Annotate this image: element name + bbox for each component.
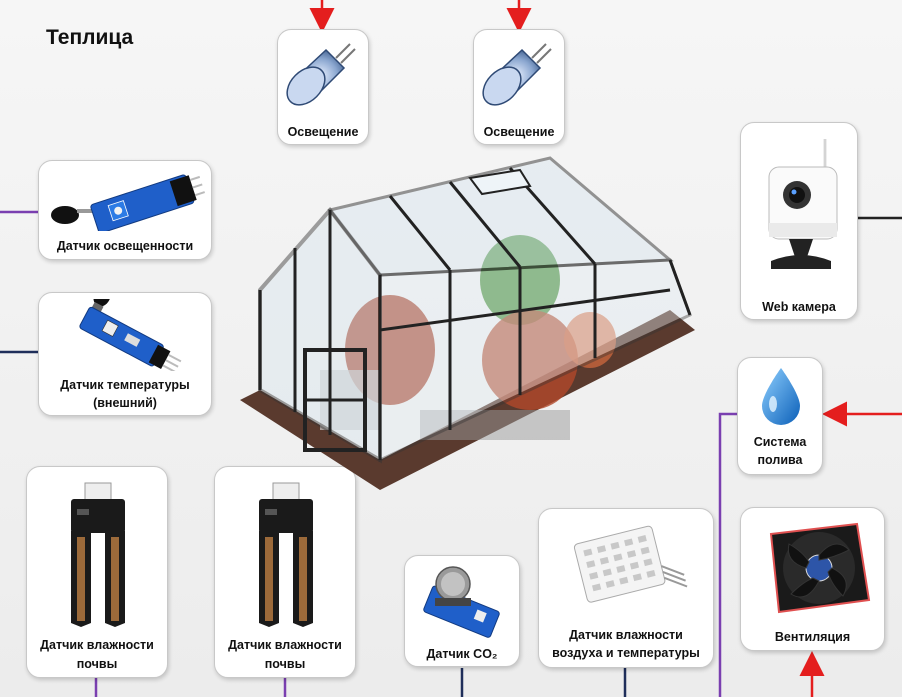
light-label-1: Освещение	[287, 125, 359, 139]
light-sensor-module-icon	[51, 174, 206, 231]
light-sensor-card[interactable]: Датчик освещенности	[38, 160, 212, 260]
soil-sensor-label-1-line1: Датчик влажности	[40, 638, 154, 652]
temp-sensor-card[interactable]: Датчик температуры (внешний)	[38, 292, 212, 416]
co2-sensor-card[interactable]: Датчик CO₂	[404, 555, 520, 667]
halogen-lamp-icon	[286, 43, 356, 106]
light-card-1[interactable]: Освещение	[277, 29, 369, 145]
temperature-sensor-module-icon	[79, 299, 182, 371]
soil-sensor-label-2-line1: Датчик влажности	[228, 638, 342, 652]
light-sensor-label: Датчик освещенности	[56, 239, 194, 253]
soil-sensor-label-2-line2: почвы	[264, 657, 306, 671]
temp-sensor-label-line2: (внешний)	[93, 396, 157, 410]
co2-sensor-label: Датчик CO₂	[426, 647, 498, 661]
air-sensor-label-line2: воздуха и температуры	[552, 646, 700, 660]
webcam-icon	[768, 139, 838, 269]
webcam-card[interactable]: Web камера	[740, 122, 858, 320]
halogen-lamp-icon	[482, 43, 552, 106]
ventilation-label: Вентиляция	[774, 630, 851, 644]
watering-card[interactable]: Система полива	[737, 357, 823, 475]
watering-label-line1: Система	[753, 435, 807, 449]
soil-sensor-card-2[interactable]: Датчик влажности почвы	[214, 466, 356, 678]
gas-sensor-icon	[423, 566, 500, 638]
soil-moisture-probe-icon	[71, 482, 125, 627]
wire-watering-down	[718, 412, 737, 697]
diagram-title: Теплица	[46, 26, 134, 49]
soil-sensor-label-1-line2: почвы	[76, 657, 118, 671]
light-label-2: Освещение	[483, 125, 555, 139]
air-sensor-label-line1: Датчик влажности	[569, 628, 683, 642]
ventilation-card[interactable]: Вентиляция	[740, 507, 885, 651]
humidity-temperature-sensor-icon	[573, 525, 688, 603]
light-card-2[interactable]: Освещение	[473, 29, 565, 145]
watering-label-line2: полива	[757, 453, 803, 467]
temp-sensor-label-line1: Датчик температуры	[60, 378, 190, 392]
webcam-label: Web камера	[762, 300, 836, 314]
fan-icon	[769, 522, 871, 614]
soil-sensor-card-1[interactable]: Датчик влажности почвы	[26, 466, 168, 678]
water-drop-icon	[762, 368, 800, 425]
greenhouse-illustration	[240, 156, 695, 490]
air-sensor-card[interactable]: Датчик влажности воздуха и температуры	[538, 508, 714, 668]
soil-moisture-probe-icon	[259, 482, 313, 627]
